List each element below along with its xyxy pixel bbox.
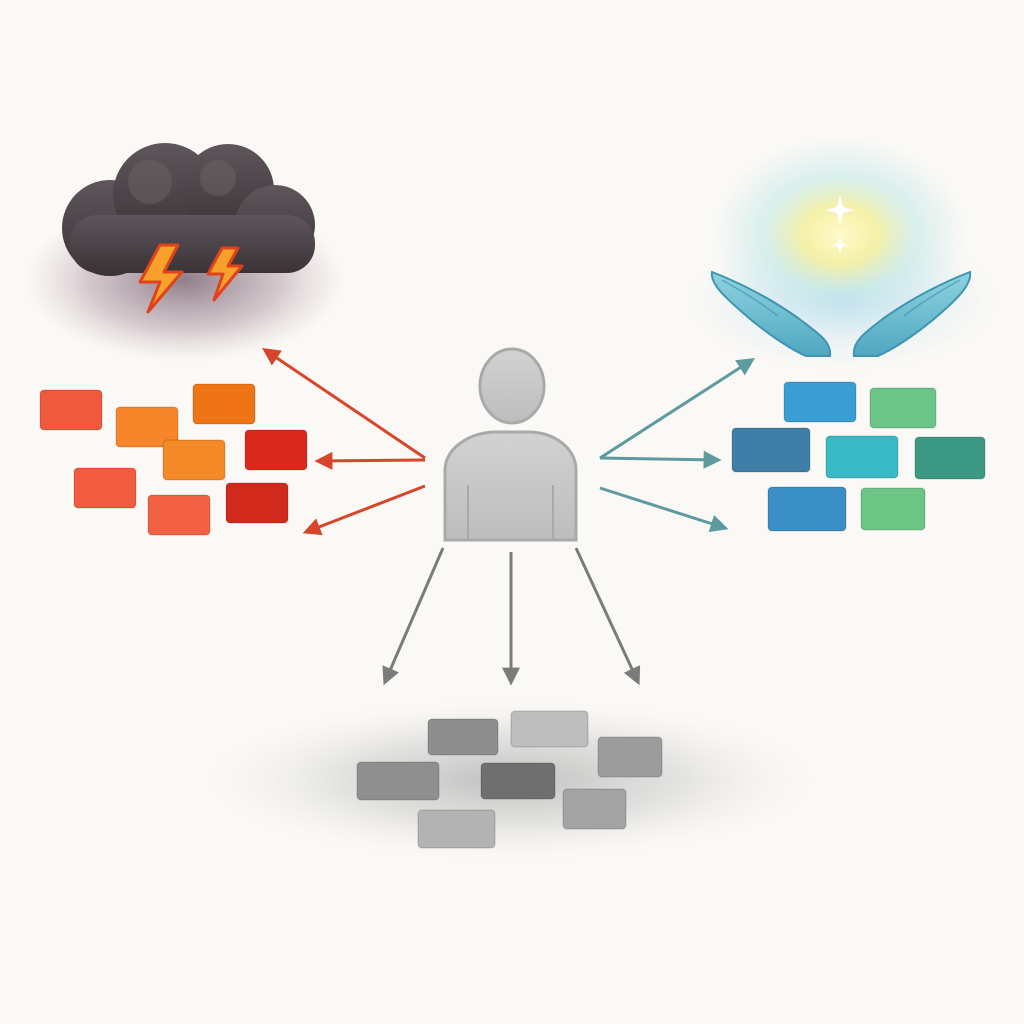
- light-glow: [712, 137, 968, 333]
- left-hand-icon: [710, 270, 832, 357]
- negative-blocks: [39, 383, 308, 536]
- arrow-to-negative-blocks-low: [302, 484, 426, 536]
- negative-arrows: [262, 347, 426, 536]
- arrow-to-storm: [262, 347, 426, 460]
- positive-arrows: [599, 358, 756, 533]
- arrow-to-negative-blocks-mid: [314, 451, 426, 470]
- negative-block: [73, 467, 137, 509]
- positive-block: [767, 486, 847, 532]
- sparkle-icon: [825, 195, 855, 225]
- open-hands-light-icon: [684, 137, 1000, 372]
- neutral-block: [562, 788, 627, 830]
- arrow-to-hands: [599, 358, 756, 460]
- positive-blocks: [731, 381, 986, 532]
- person-body: [443, 430, 578, 542]
- negative-block: [192, 383, 256, 425]
- neutral-block: [427, 718, 499, 756]
- neutral-block: [417, 809, 496, 849]
- neutral-block: [510, 710, 589, 748]
- arrow-to-positive-blocks-low: [599, 486, 729, 533]
- arrow-to-positive-blocks-mid: [599, 450, 722, 469]
- negative-block: [244, 429, 308, 471]
- neutral-arrows: [382, 547, 641, 686]
- person-head: [478, 347, 546, 425]
- storm-cloud-icon: [25, 143, 345, 362]
- lightning-bolt-icon: [138, 243, 184, 314]
- arrow-to-neutral-left: [382, 547, 445, 686]
- person-icon: [443, 347, 578, 542]
- positive-block: [869, 387, 937, 429]
- lightning-bolt-icon: [206, 246, 244, 302]
- sparkle-icon: [831, 236, 849, 254]
- neutral-block: [356, 761, 440, 801]
- arrow-to-neutral-right: [574, 547, 641, 686]
- neutral-blocks: [356, 710, 663, 849]
- positive-block: [731, 427, 811, 473]
- right-hand-icon: [852, 270, 972, 357]
- positive-block: [860, 487, 926, 531]
- negative-block: [225, 482, 289, 524]
- neutral-block: [480, 762, 556, 800]
- positive-block: [783, 381, 857, 423]
- positive-block: [825, 435, 899, 479]
- negative-block: [162, 439, 226, 481]
- positive-block: [914, 436, 986, 480]
- negative-block: [115, 406, 179, 448]
- negative-block: [147, 494, 211, 536]
- neutral-block: [597, 736, 663, 778]
- negative-block: [39, 389, 103, 431]
